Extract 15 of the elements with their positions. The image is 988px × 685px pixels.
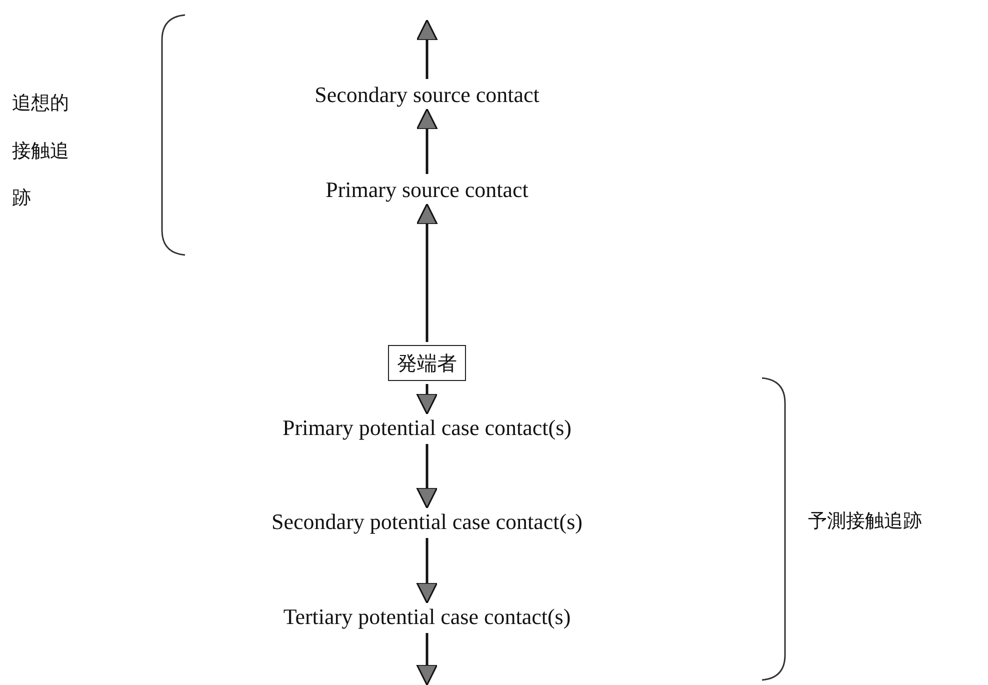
arrow [416,203,438,342]
arrow [416,108,438,174]
arrow [416,538,438,604]
arrow [416,633,438,685]
contact-label: Tertiary potential case contact(s) [283,604,571,630]
contact-label: Secondary potential case contact(s) [272,509,582,535]
contact-label: Primary source contact [326,177,528,203]
arrow [416,444,438,509]
contact-label: Primary potential case contact(s) [282,415,572,441]
arrow [416,384,438,415]
contact-label: Secondary source contact [314,82,540,108]
bracket-label: 予測接触追跡 [808,510,922,533]
arrow [416,19,438,79]
bracket-label: 追想的接触追跡 [12,91,70,211]
proband-box: 発端者 [388,345,466,381]
